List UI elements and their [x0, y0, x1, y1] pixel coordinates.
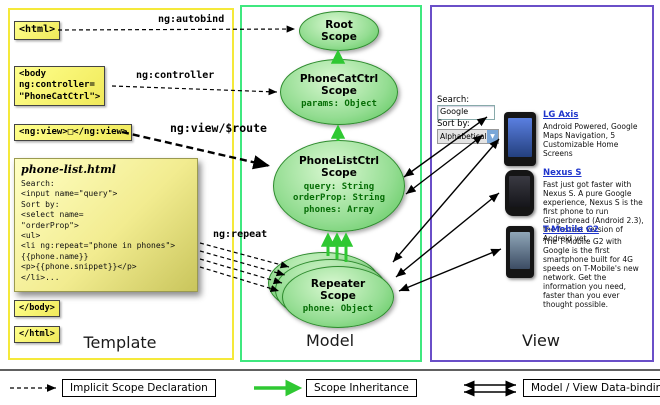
scope-title: Root Scope [321, 18, 357, 43]
code-line: <p>{{phone.snippet}}</p> [21, 262, 137, 272]
phone-image-nexus-s [505, 170, 534, 216]
code-line: <select name= [21, 210, 84, 220]
chevron-down-icon: ▼ [487, 130, 498, 143]
phone-link[interactable]: T-Mobile G2 [543, 225, 599, 235]
phone-image-lg-axis [504, 112, 536, 166]
scope-title: PhoneListCtrl Scope [298, 155, 380, 180]
root-scope: Root Scope [299, 11, 379, 51]
column-label-view: View [522, 331, 560, 350]
edge-label-ng-repeat: ng:repeat [213, 229, 268, 240]
column-label-model: Model [305, 331, 355, 350]
scope-props: query: String orderProp: String phones: … [292, 181, 386, 215]
code-line: <li ng:repeat="phone in phones"> [21, 241, 176, 251]
code-line: <input name="query"> [21, 189, 118, 199]
phone-desc: Fast just got faster with Nexus S. A pur… [543, 180, 644, 243]
phone-screen [508, 118, 532, 157]
legend-box-implicit: Implicit Scope Declaration [62, 379, 216, 397]
sort-select-value: Alphabetical [440, 132, 487, 141]
html-open-tag: <html> [14, 21, 61, 40]
phone-screen [510, 232, 530, 269]
edge-label-ng-autobind: ng:autobind [158, 14, 225, 25]
edge-label-ng-controller: ng:controller [136, 70, 215, 81]
phone-desc: Android Powered, Google Maps Navigation,… [543, 122, 638, 158]
phonelistctrl-scope: PhoneListCtrl Scope query: String orderP… [273, 140, 405, 232]
code-line: Search: [21, 179, 55, 188]
phone-screen [509, 176, 530, 207]
code-line: </li>... [21, 272, 60, 282]
scope-props: params: Object [301, 99, 377, 110]
body-close-tag: </body> [14, 300, 60, 317]
sort-select[interactable]: Alphabetical ▼ [437, 129, 499, 144]
phonecatctrl-scope: PhoneCatCtrl Scope params: Object [280, 59, 398, 125]
scope-props: phone: Object [302, 304, 374, 315]
phone-desc: The T-Mobile G2 with Google is the first… [543, 237, 639, 309]
legend-box-databinding: Model / View Data-binding [523, 379, 660, 397]
phone-link[interactable]: Nexus S [543, 168, 582, 178]
body-open-tag: <body ng:controller= "PhoneCatCtrl"> [14, 66, 106, 106]
search-input[interactable]: Google [437, 105, 495, 120]
legend-box-inheritance: Scope Inheritance [306, 379, 417, 397]
code-line: {{phone.name}} [21, 251, 89, 261]
search-label: Search: [437, 95, 470, 105]
sortby-label: Sort by: [437, 119, 470, 129]
note-title: phone-list.html [21, 163, 116, 176]
html-close-tag: </html> [14, 326, 60, 343]
code-line: Sort by: [21, 199, 60, 209]
ng-view-tag: <ng:view>□</ng:view> [14, 124, 133, 142]
phone-list-note: phone-list.html Search: <input name="que… [14, 158, 198, 292]
scope-title: Repeater Scope [310, 278, 366, 303]
phone-image-tmobile-g2 [506, 226, 534, 278]
repeater-scope: Repeater Scope phone: Object [282, 266, 394, 328]
edge-label-ng-view-route: ng:view/$route [170, 121, 267, 135]
code-line: <ul> [21, 230, 41, 240]
column-label-template: Template [83, 333, 157, 352]
scope-title: PhoneCatCtrl Scope [299, 73, 379, 98]
phone-link[interactable]: LG Axis [543, 110, 579, 120]
code-line: "orderProp"> [21, 220, 79, 230]
